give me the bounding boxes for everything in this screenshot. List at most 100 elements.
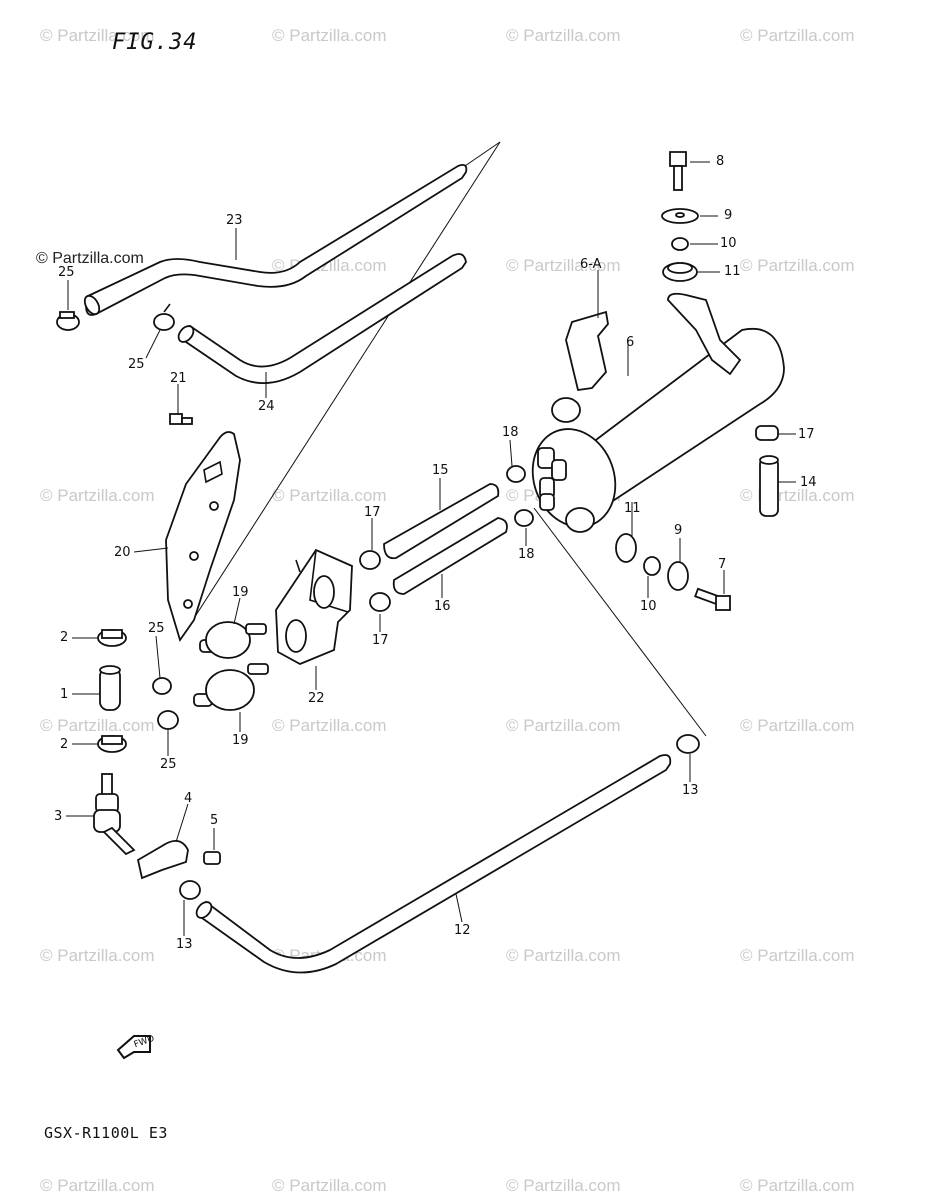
callout-17: 17 [372, 633, 389, 648]
callout-12: 12 [454, 923, 471, 938]
hose-14[interactable] [759, 455, 779, 517]
callout-2: 2 [60, 630, 69, 645]
clamp-13-upper[interactable] [676, 734, 700, 754]
callout-6a: 6-A [580, 257, 602, 272]
hose-23[interactable] [82, 163, 468, 317]
fwd-arrow-icon [116, 1035, 151, 1060]
callout-9: 9 [724, 208, 733, 223]
callout-13: 13 [682, 783, 699, 798]
callout-18: 18 [518, 547, 535, 562]
callout-24: 24 [258, 399, 275, 414]
watermark: © Partzilla.com [272, 1176, 387, 1195]
callout-22: 22 [308, 691, 325, 706]
watermark: © Partzilla.com [506, 946, 621, 965]
bracket-6a[interactable] [565, 310, 609, 392]
joint-3[interactable] [93, 773, 136, 856]
watermark: © Partzilla.com [272, 486, 387, 505]
callout-14: 14 [800, 475, 817, 490]
hose-1[interactable] [99, 665, 121, 711]
clamp-25-top[interactable] [153, 303, 175, 331]
callout-17: 17 [364, 505, 381, 520]
callout-17: 17 [798, 427, 815, 442]
callout-9: 9 [674, 523, 683, 538]
watermark: © Partzilla.com [272, 716, 387, 735]
callout-2: 2 [60, 737, 69, 752]
cushion-11-top[interactable] [662, 262, 698, 282]
callout-3: 3 [54, 809, 63, 824]
callout-1: 1 [60, 687, 69, 702]
collar-10-lower[interactable] [643, 556, 661, 576]
callout-10: 10 [640, 599, 657, 614]
bolt-21[interactable] [169, 413, 193, 425]
callout-25: 25 [148, 621, 165, 636]
hose-12[interactable] [194, 754, 672, 974]
callout-10: 10 [720, 236, 737, 251]
hose-15[interactable] [383, 483, 500, 560]
clamp-2-upper[interactable] [97, 629, 127, 647]
callout-15: 15 [432, 463, 449, 478]
callout-25: 25 [58, 265, 75, 280]
watermark: © Partzilla.com [740, 1176, 855, 1195]
callout-20: 20 [114, 545, 131, 560]
collar-10-top[interactable] [671, 237, 689, 251]
clamp-4[interactable] [136, 840, 189, 880]
model-code: GSX-R1100L E3 [44, 1124, 168, 1142]
callout-11: 11 [624, 501, 641, 516]
hose-24[interactable] [176, 253, 467, 385]
clamp-18-lower[interactable] [514, 509, 534, 527]
watermark: © Partzilla.com [740, 26, 855, 45]
callout-18: 18 [502, 425, 519, 440]
clamp-25-top-left[interactable] [56, 311, 80, 331]
washer-9-top[interactable] [661, 208, 699, 224]
bolt-8[interactable] [669, 151, 687, 191]
watermark: © Partzilla.com [40, 1176, 155, 1195]
watermark: © Partzilla.com [40, 486, 155, 505]
cushion-11-lower[interactable] [615, 533, 637, 563]
callout-11: 11 [724, 264, 741, 279]
clamp-17-upper[interactable] [359, 550, 381, 570]
callout-6: 6 [626, 335, 635, 350]
clamp-18-upper[interactable] [506, 465, 526, 483]
watermark: © Partzilla.com [740, 256, 855, 275]
watermark: © Partzilla.com [40, 26, 155, 45]
bracket-20[interactable] [165, 431, 241, 643]
clamp-2-lower[interactable] [97, 735, 127, 753]
watermark: © Partzilla.com [40, 946, 155, 965]
clamp-25-mid[interactable] [152, 677, 172, 695]
washer-9-lower[interactable] [667, 561, 689, 591]
valve-19-lower[interactable] [193, 663, 269, 711]
hose-16[interactable] [392, 517, 508, 595]
callout-19: 19 [232, 733, 249, 748]
callout-23: 23 [226, 213, 243, 228]
clamp-25-lower[interactable] [157, 710, 179, 730]
clamp-13-lower[interactable] [179, 880, 201, 900]
bolt-5[interactable] [203, 851, 221, 865]
holder-22[interactable] [275, 548, 353, 665]
reference-lines [179, 141, 707, 737]
callout-4: 4 [184, 791, 193, 806]
callout-25: 25 [160, 757, 177, 772]
valve-19-upper[interactable] [199, 621, 267, 659]
callout-21: 21 [170, 371, 187, 386]
watermark: © Partzilla.com [506, 26, 621, 45]
clamp-17-right[interactable] [755, 425, 779, 441]
canister-6[interactable] [519, 292, 785, 539]
watermark: © Partzilla.com [740, 716, 855, 735]
clamp-17-lower[interactable] [369, 592, 391, 612]
callout-5: 5 [210, 813, 219, 828]
callout-13: 13 [176, 937, 193, 952]
bolt-7[interactable] [694, 587, 731, 611]
watermark: © Partzilla.com [506, 716, 621, 735]
watermark: © Partzilla.com [36, 250, 144, 267]
callout-7: 7 [718, 557, 727, 572]
watermark: © Partzilla.com [740, 946, 855, 965]
watermark: © Partzilla.com [40, 716, 155, 735]
callout-8: 8 [716, 154, 725, 169]
callout-16: 16 [434, 599, 451, 614]
figure-title: FIG.34 [112, 30, 198, 55]
watermark: © Partzilla.com [272, 26, 387, 45]
callout-19: 19 [232, 585, 249, 600]
watermark: © Partzilla.com [506, 256, 621, 275]
